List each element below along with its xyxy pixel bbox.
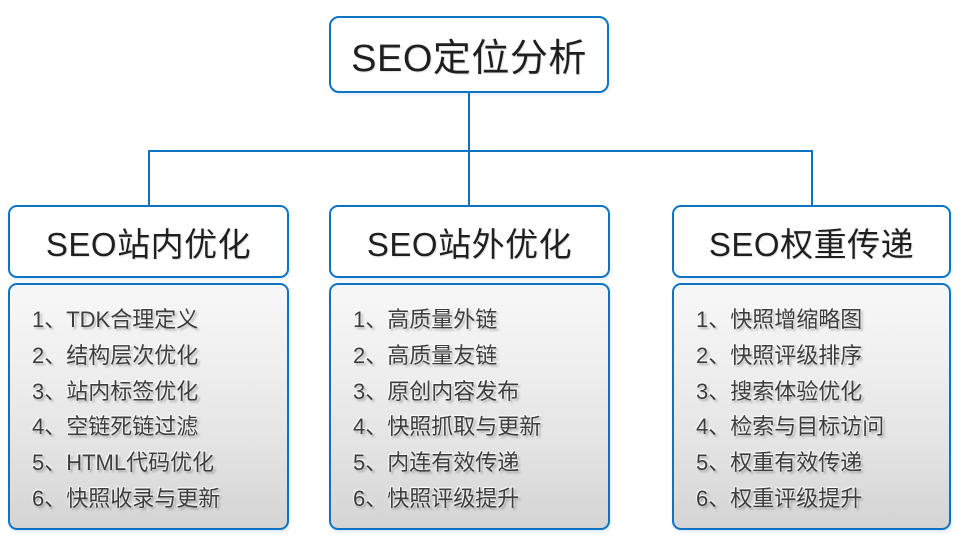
list-item: 2、快照评级排序 xyxy=(696,342,863,368)
column-title: SEO站内优化 xyxy=(45,225,252,263)
root-node: SEO定位分析 xyxy=(329,16,609,93)
connector-root-stem xyxy=(468,93,470,151)
list-item: 1、高质量外链 xyxy=(353,307,498,332)
list-item: 2、结构层次优化 xyxy=(32,342,199,368)
list-item: 6、快照收录与更新 xyxy=(32,485,221,511)
list-item: 3、搜索体验优化 xyxy=(696,378,863,404)
column-list-panel: 1、快照增缩略图 2、快照评级排序 3、搜索体验优化 4、检索与目标访问 5、权… xyxy=(672,283,951,530)
list-item: 3、原创内容发布 xyxy=(353,378,520,404)
connector-drop-right xyxy=(811,151,813,206)
column-list-panel: 1、高质量外链 2、高质量友链 3、原创内容发布 4、快照抓取与更新 5、内连有… xyxy=(329,283,610,530)
connector-horizontal xyxy=(148,150,813,152)
list-item: 4、空链死链过滤 xyxy=(32,414,199,440)
list-item: 2、高质量友链 xyxy=(353,342,498,368)
connector-drop-left xyxy=(148,151,150,206)
column-onsite-optimization: SEO站内优化 1、TDK合理定义 2、结构层次优化 3、站内标签优化 4、空链… xyxy=(8,205,289,530)
list-item: 4、快照抓取与更新 xyxy=(353,414,542,440)
column-title: SEO站外优化 xyxy=(366,225,573,263)
list-item: 5、内连有效传递 xyxy=(353,450,520,476)
column-header: SEO站内优化 xyxy=(8,205,289,278)
column-header: SEO权重传递 xyxy=(672,205,951,278)
list-item: 5、权重有效传递 xyxy=(696,450,863,476)
root-title: SEO定位分析 xyxy=(351,38,587,80)
column-offsite-optimization: SEO站外优化 1、高质量外链 2、高质量友链 3、原创内容发布 4、快照抓取与… xyxy=(329,205,610,530)
column-header: SEO站外优化 xyxy=(329,205,610,278)
list-item: 1、TDK合理定义 xyxy=(32,307,199,332)
column-title: SEO权重传递 xyxy=(708,225,915,263)
connector-drop-middle xyxy=(468,151,470,206)
list-item: 6、权重评级提升 xyxy=(696,485,863,511)
list-item: 6、快照评级提升 xyxy=(353,485,520,511)
list-item: 4、检索与目标访问 xyxy=(696,414,885,440)
column-list-panel: 1、TDK合理定义 2、结构层次优化 3、站内标签优化 4、空链死链过滤 5、H… xyxy=(8,283,289,530)
column-weight-transfer: SEO权重传递 1、快照增缩略图 2、快照评级排序 3、搜索体验优化 4、检索与… xyxy=(672,205,951,530)
list-item: 5、HTML代码优化 xyxy=(32,450,215,476)
list-item: 3、站内标签优化 xyxy=(32,378,199,404)
list-item: 1、快照增缩略图 xyxy=(696,307,863,332)
